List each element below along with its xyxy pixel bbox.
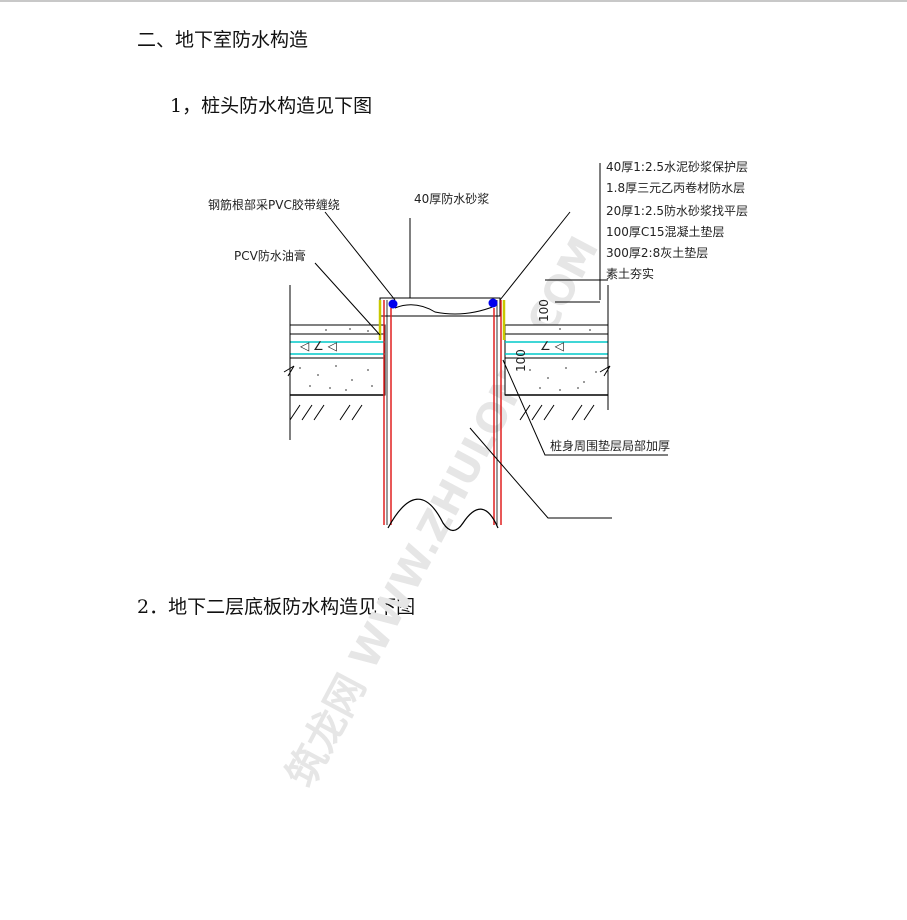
label-mortar-top: 40厚防水砂浆 xyxy=(414,191,489,206)
section-heading: 二、地下室防水构造 xyxy=(137,29,309,51)
slab-left: ◁ ∠ ◁ xyxy=(283,285,386,440)
pile-body xyxy=(378,297,506,532)
label-pile-note: 桩身周围垫层局部加厚 xyxy=(550,438,670,453)
dim-label-100-a: 100 xyxy=(537,299,551,322)
item2-heading: 2．地下二层底板防水构造见下图 xyxy=(137,596,416,618)
page-top-rule xyxy=(0,0,907,2)
item1-heading: 1，桩头防水构造见下图 xyxy=(170,95,373,117)
slab-right: ∠ ◁ xyxy=(504,285,611,421)
svg-text:∠ ◁: ∠ ◁ xyxy=(540,339,564,353)
layer-label: 40厚1:2.5水泥砂浆保护层 xyxy=(606,159,748,174)
layer-legend: 40厚1:2.5水泥砂浆保护层 1.8厚三元乙丙卷材防水层 20厚1:2.5防水… xyxy=(606,159,748,281)
leader-lines xyxy=(314,163,668,519)
layer-label: 素土夯实 xyxy=(606,266,654,281)
svg-text:◁ ∠ ◁: ◁ ∠ ◁ xyxy=(299,339,337,353)
label-sealant-note: PCV防水油膏 xyxy=(234,248,306,263)
layer-label: 300厚2:8灰土垫层 xyxy=(606,245,708,260)
rebar-dot-right xyxy=(488,298,498,308)
layer-label: 100厚C15混凝土垫层 xyxy=(606,224,725,239)
rebar-dot-left xyxy=(388,299,398,309)
layer-label: 1.8厚三元乙丙卷材防水层 xyxy=(606,180,745,195)
label-rebar-note: 钢筋根部采PVC胶带缠绕 xyxy=(208,197,340,212)
layer-label: 20厚1:2.5防水砂浆找平层 xyxy=(606,203,748,218)
dim-label-100-b: 100 xyxy=(514,349,528,372)
